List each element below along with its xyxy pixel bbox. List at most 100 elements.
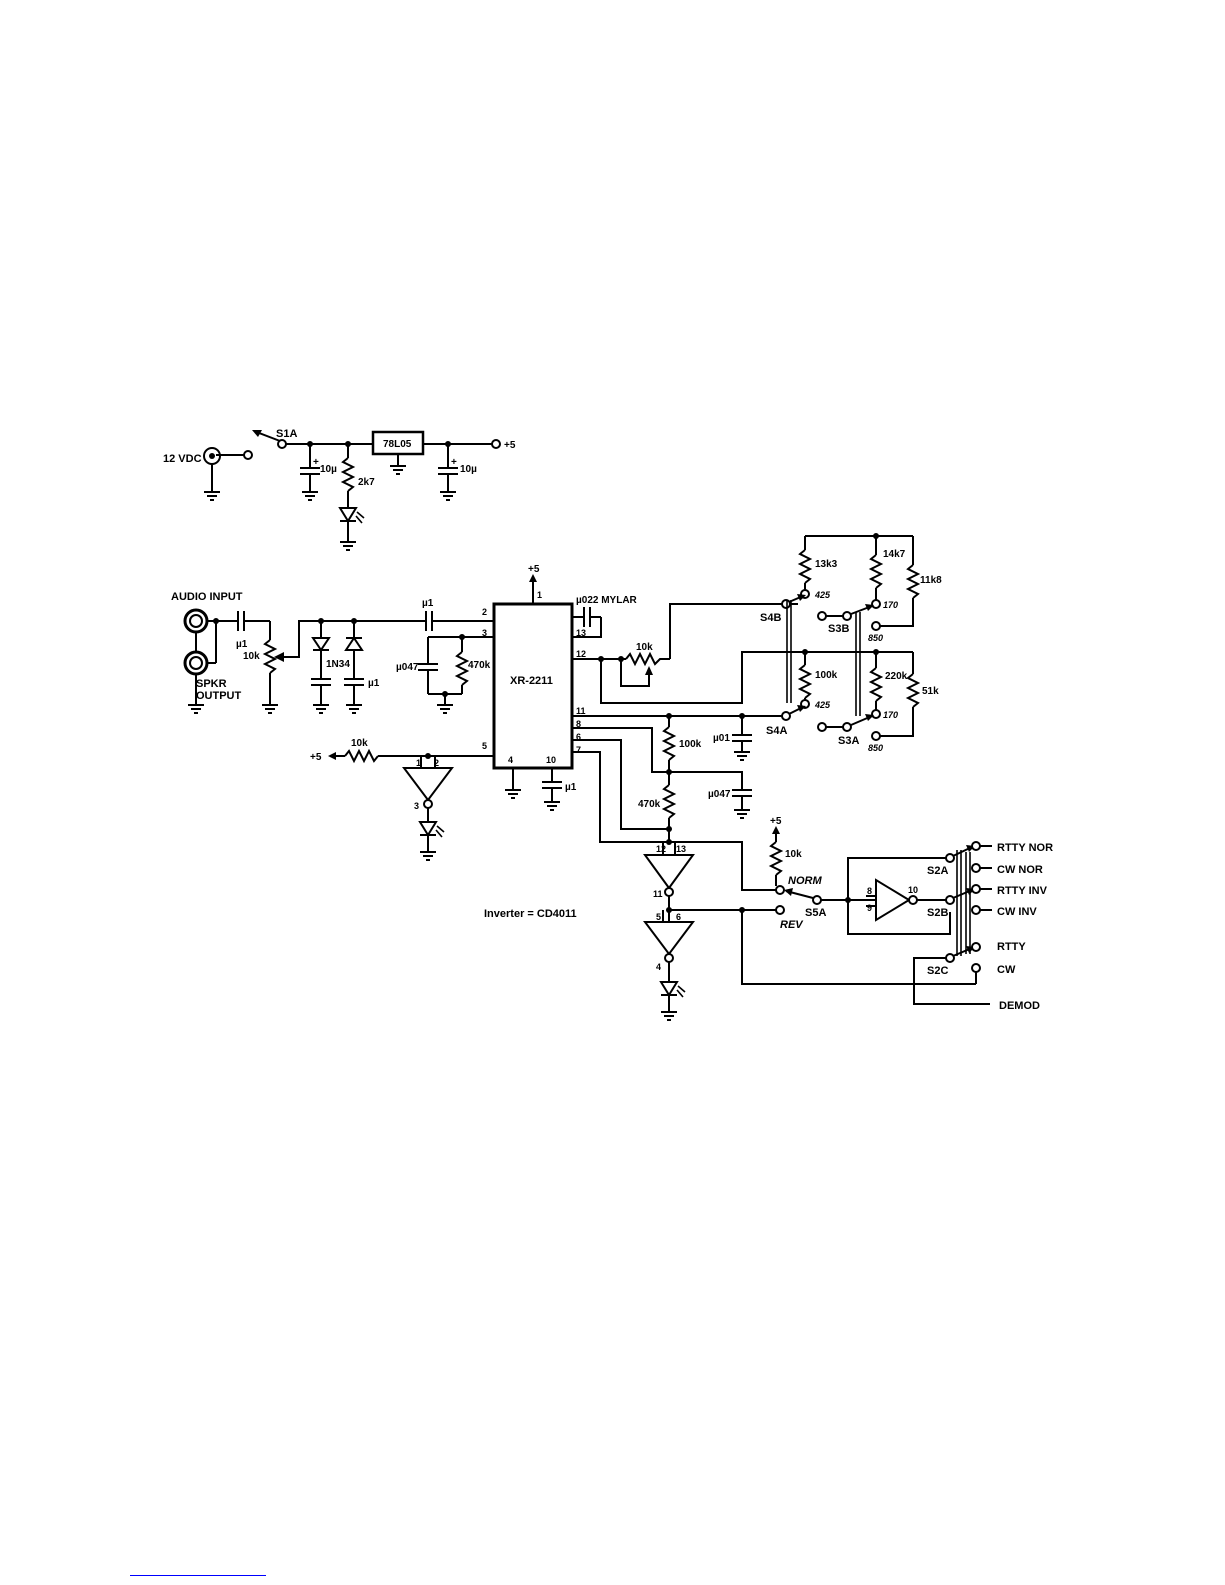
s3a-850-label: 850 xyxy=(868,743,883,753)
g2-pin6-label: 6 xyxy=(676,912,681,922)
pin8-label: 8 xyxy=(576,719,581,729)
tune-pot-label: 10k xyxy=(636,642,653,653)
shift-switches: 13k3 425 14k7 170 11k8 850 S4B S3B xyxy=(742,533,942,753)
r100k-shift-label: 100k xyxy=(815,670,838,681)
s2b-label: S2B xyxy=(927,907,948,919)
spkr-label: SPKR xyxy=(196,678,227,690)
diode-label: 1N34 xyxy=(326,659,350,670)
g1-pin11-label: 11 xyxy=(653,889,663,899)
pin11-label: 11 xyxy=(576,706,586,716)
g1-pin13-label: 13 xyxy=(676,844,686,854)
logic-section: Inverter = CD4011 12 13 11 5 6 4 +5 10 xyxy=(484,816,976,1021)
g1-pin12-label: 12 xyxy=(656,844,666,854)
r100k-filter-label: 100k xyxy=(679,739,702,750)
cap-in-plus: + xyxy=(313,457,319,468)
level-pot-label: 10k xyxy=(243,651,260,662)
diode-cap-label: µ1 xyxy=(368,678,380,689)
g2-pin5-label: 5 xyxy=(656,912,661,922)
s1a-label: S1A xyxy=(276,428,297,440)
s3b-label: S3B xyxy=(828,623,849,635)
power-led-icon xyxy=(338,507,358,523)
tune-pot-wiper[interactable] xyxy=(645,666,653,675)
rtty-label: RTTY xyxy=(997,941,1026,953)
cap-u01-label: µ01 xyxy=(713,733,730,744)
s3b-850-label: 850 xyxy=(868,633,883,643)
diode-1n34-up-icon xyxy=(344,636,364,651)
inverter-gate-2 xyxy=(643,921,695,956)
pin10-label: 10 xyxy=(546,755,556,765)
r13k3-label: 13k3 xyxy=(815,559,838,570)
pin5-label: 5 xyxy=(482,741,487,751)
s4b-425-label: 425 xyxy=(814,590,831,600)
rtty-nor-label: RTTY NOR xyxy=(997,842,1053,854)
filter-section: µ01 100k µ047 470k +5 10k 1 2 xyxy=(310,713,782,891)
s4b-label: S4B xyxy=(760,612,781,624)
power-section: 12 VDC S1A + 10µ 2k7 78L05 xyxy=(163,428,516,551)
inverter-note: Inverter = CD4011 xyxy=(484,908,577,920)
vout-label: +5 xyxy=(504,440,516,451)
timing-cap-label: µ022 MYLAR xyxy=(576,595,638,606)
lock-pin1-label: 1 xyxy=(416,758,421,768)
mark-led-icon xyxy=(659,981,679,997)
g3-pin9-label: 9 xyxy=(867,903,872,913)
cap-u047-label: µ047 xyxy=(708,789,731,800)
rev-label: REV xyxy=(780,919,804,931)
s3a-170-label: 170 xyxy=(883,710,898,720)
lock-pin3-label: 3 xyxy=(414,801,419,811)
dc-input-label: 12 VDC xyxy=(163,453,202,465)
pin10-cap-label: µ1 xyxy=(565,782,577,793)
norm-label: NORM xyxy=(788,875,822,887)
r51k-label: 51k xyxy=(922,686,939,697)
ic-supply-label: +5 xyxy=(528,564,540,575)
pin4-label: 4 xyxy=(508,755,513,765)
s3b-170-label: 170 xyxy=(883,600,898,610)
pullup-supply-label: +5 xyxy=(770,816,782,827)
lock-supply-label: +5 xyxy=(310,752,322,763)
demod-label: DEMOD xyxy=(999,1000,1040,1012)
r14k7-label: 14k7 xyxy=(883,549,906,560)
audio-input-label: AUDIO INPUT xyxy=(171,591,243,603)
cw-nor-label: CW NOR xyxy=(997,864,1043,876)
s3a-label: S3A xyxy=(838,735,859,747)
mode-switches: S2A RTTY NOR CW NOR S2B RTTY INV CW INV … xyxy=(913,841,1053,1012)
audio-section: AUDIO INPUT SPKR OUTPUT µ1 10k xyxy=(171,591,494,714)
cap-out-label: 10µ xyxy=(460,464,477,475)
pullup-res-label: 10k xyxy=(785,849,802,860)
r11k8-label: 11k8 xyxy=(920,575,942,586)
g3-pin8-label: 8 xyxy=(867,886,872,896)
r220k-label: 220k xyxy=(885,671,908,682)
pin3-cap-label: µ047 xyxy=(396,662,419,673)
bottom-link-underline xyxy=(130,1575,266,1576)
s2a-label: S2A xyxy=(927,865,948,877)
xr2211-section: XR-2211 +5 1 2 3 5 13 12 11 8 6 7 4 10 µ… xyxy=(396,564,798,811)
pin3-res-label: 470k xyxy=(468,660,491,671)
lock-pin2-label: 2 xyxy=(434,758,439,768)
coupling-cap-label: µ1 xyxy=(236,639,248,650)
rtty-inv-label: RTTY INV xyxy=(997,885,1048,897)
pin3-label: 3 xyxy=(482,628,487,638)
inverter-gate-1 xyxy=(643,854,695,890)
ground-icon xyxy=(203,491,221,501)
diode-1n34-down-icon xyxy=(311,637,331,652)
vout-terminal xyxy=(491,439,501,449)
cw-inv-label: CW INV xyxy=(997,906,1037,918)
lock-inverter-gate xyxy=(402,767,454,802)
inverter-gate-3 xyxy=(875,878,911,922)
resistor-2k7-label: 2k7 xyxy=(358,477,375,488)
g2-pin4-label: 4 xyxy=(656,962,661,972)
regulator-label: 78L05 xyxy=(383,439,412,450)
pin7-label: 7 xyxy=(576,745,581,755)
dc-jack-inner xyxy=(209,453,215,459)
s4a-label: S4A xyxy=(766,725,787,737)
level-pot-wiper[interactable] xyxy=(274,652,284,662)
s5a-label: S5A xyxy=(805,907,826,919)
cap-in-label: 10µ xyxy=(320,464,337,475)
pin2-label: 2 xyxy=(482,607,487,617)
pin13-label: 13 xyxy=(576,628,586,638)
output-label: OUTPUT xyxy=(196,690,242,702)
xr2211-label: XR-2211 xyxy=(510,675,553,687)
lock-res-label: 10k xyxy=(351,738,368,749)
pin1-label: 1 xyxy=(537,590,542,600)
s1a-terminal xyxy=(243,450,253,460)
